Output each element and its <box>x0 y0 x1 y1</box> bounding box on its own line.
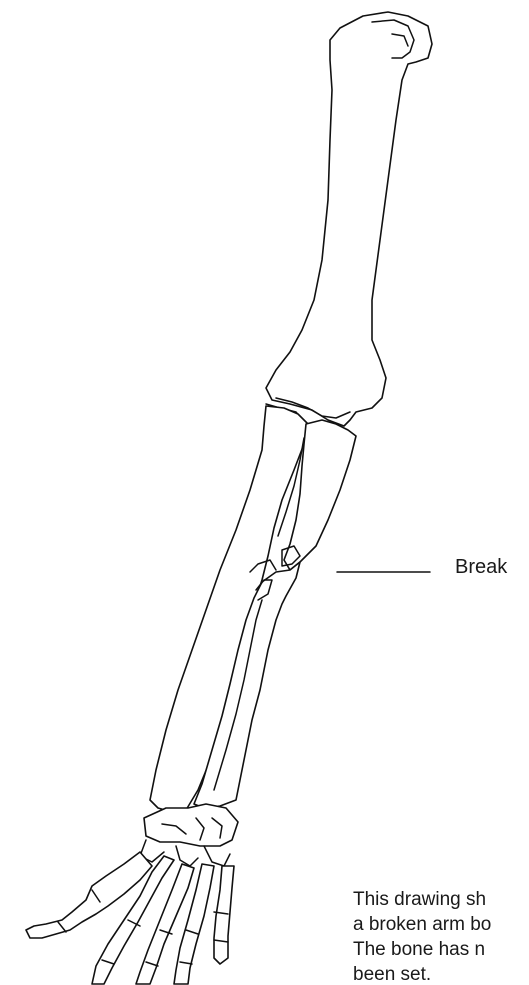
break-label: Break <box>455 556 507 579</box>
caption-line: The bone has n <box>353 937 529 962</box>
caption-line: been set. <box>353 962 529 985</box>
humerus <box>266 12 432 426</box>
little-finger-bones <box>214 866 234 964</box>
caption-line: a broken arm bo <box>353 912 529 937</box>
carpal-bones <box>140 804 238 866</box>
caption-line: This drawing sh <box>353 887 529 912</box>
caption-text: This drawing sh a broken arm bo The bone… <box>353 887 529 985</box>
